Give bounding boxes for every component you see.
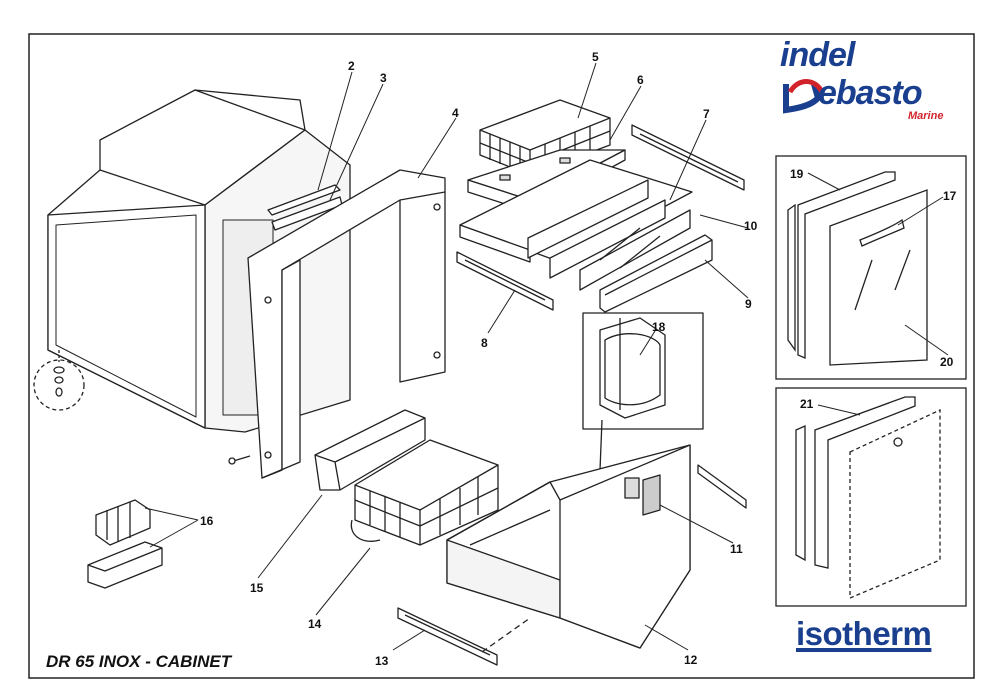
slide-rail-left: [456, 251, 554, 311]
callout-9: 9: [745, 297, 752, 311]
brackets-2-3: [267, 184, 343, 231]
callout-4: 4: [452, 106, 459, 120]
callout-12: 12: [684, 653, 698, 667]
callout-5: 5: [592, 50, 599, 64]
lower-basket: [350, 439, 499, 546]
drawing-title: DR 65 INOX - CABINET: [46, 652, 232, 671]
callout-17: 17: [943, 189, 957, 203]
bottle-shelf: [599, 234, 713, 313]
shelf-frame: [459, 159, 693, 291]
callout-19: 19: [790, 167, 804, 181]
indel-logo-text: indel: [780, 36, 855, 74]
isotherm-logo: isotherm: [796, 615, 932, 652]
callout-8: 8: [481, 336, 488, 350]
callout-11: 11: [730, 542, 743, 556]
callout-13: 13: [375, 654, 389, 668]
lower-drawer: [446, 444, 691, 649]
callout-3: 3: [380, 71, 387, 85]
drawing-border: [28, 33, 975, 679]
callout-6: 6: [637, 73, 644, 87]
slide-rail-right: [697, 464, 747, 509]
foot-detail: [33, 350, 85, 411]
callout-20: 20: [940, 355, 954, 369]
divider-and-tray: [87, 499, 163, 589]
slide-rail-bottom: [397, 607, 498, 666]
callout-2: 2: [348, 59, 355, 73]
callout-18: 18: [652, 320, 666, 334]
webasto-logo-mark: [783, 79, 825, 114]
bin: [314, 409, 426, 491]
callout-21: 21: [800, 397, 814, 411]
marine-logo-text: Marine: [908, 110, 944, 122]
detail-box-18: [582, 312, 704, 471]
webasto-logo-text: ebasto: [818, 74, 923, 112]
front-frame: [247, 169, 446, 479]
callout-15: 15: [250, 581, 264, 595]
callout-16: 16: [200, 514, 214, 528]
door-detail-box-bottom: [775, 387, 967, 607]
callout-14: 14: [308, 617, 322, 631]
callout-10: 10: [744, 219, 758, 233]
callout-7: 7: [703, 107, 710, 121]
screw: [228, 455, 251, 465]
cabinet-body: [47, 89, 351, 433]
